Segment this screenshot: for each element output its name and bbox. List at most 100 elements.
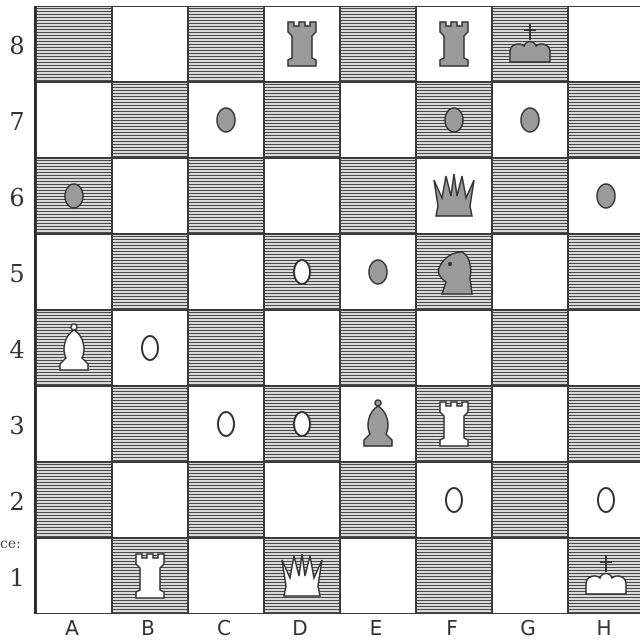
square-b3[interactable]: [112, 386, 188, 462]
file-label-h: H: [566, 616, 640, 640]
square-e3[interactable]: [340, 386, 416, 462]
square-d8[interactable]: [264, 6, 340, 82]
dark-queen-icon[interactable]: [417, 159, 491, 233]
square-d1[interactable]: [264, 538, 340, 614]
square-f7[interactable]: [416, 82, 492, 158]
light-pawn-icon[interactable]: [417, 463, 491, 537]
dark-bishop-icon[interactable]: [341, 387, 415, 461]
square-d6[interactable]: [264, 158, 340, 234]
dark-pawn-icon[interactable]: [569, 159, 640, 233]
light-queen-icon[interactable]: [265, 539, 339, 613]
square-a8[interactable]: [36, 6, 112, 82]
square-g5[interactable]: [492, 234, 568, 310]
square-b8[interactable]: [112, 6, 188, 82]
square-c1[interactable]: [188, 538, 264, 614]
square-b5[interactable]: [112, 234, 188, 310]
corner-note: ce:: [0, 536, 21, 552]
light-pawn-icon[interactable]: [569, 463, 640, 537]
square-f6[interactable]: [416, 158, 492, 234]
rank-label-8: 8: [4, 32, 30, 60]
square-b4[interactable]: [112, 310, 188, 386]
dark-pawn-icon[interactable]: [189, 83, 263, 157]
light-bishop-icon[interactable]: [37, 311, 111, 385]
square-e1[interactable]: [340, 538, 416, 614]
square-e4[interactable]: [340, 310, 416, 386]
square-g4[interactable]: [492, 310, 568, 386]
square-e5[interactable]: [340, 234, 416, 310]
square-h8[interactable]: [568, 6, 640, 82]
square-c4[interactable]: [188, 310, 264, 386]
square-e8[interactable]: [340, 6, 416, 82]
square-h2[interactable]: [568, 462, 640, 538]
square-c8[interactable]: [188, 6, 264, 82]
square-h7[interactable]: [568, 82, 640, 158]
square-f3[interactable]: [416, 386, 492, 462]
square-a1[interactable]: [36, 538, 112, 614]
square-b6[interactable]: [112, 158, 188, 234]
file-label-c: C: [186, 616, 262, 640]
square-c3[interactable]: [188, 386, 264, 462]
light-pawn-icon[interactable]: [189, 387, 263, 461]
square-f4[interactable]: [416, 310, 492, 386]
square-g3[interactable]: [492, 386, 568, 462]
square-d5[interactable]: [264, 234, 340, 310]
square-f5[interactable]: [416, 234, 492, 310]
square-h1[interactable]: [568, 538, 640, 614]
square-d3[interactable]: [264, 386, 340, 462]
dark-pawn-icon[interactable]: [493, 83, 567, 157]
dark-pawn-icon[interactable]: [341, 235, 415, 309]
square-a7[interactable]: [36, 82, 112, 158]
file-label-e: E: [338, 616, 414, 640]
square-f1[interactable]: [416, 538, 492, 614]
light-pawn-icon[interactable]: [265, 387, 339, 461]
file-label-b: B: [110, 616, 186, 640]
square-a6[interactable]: [36, 158, 112, 234]
square-d4[interactable]: [264, 310, 340, 386]
square-g6[interactable]: [492, 158, 568, 234]
square-g8[interactable]: [492, 6, 568, 82]
square-c6[interactable]: [188, 158, 264, 234]
dark-rook-icon[interactable]: [265, 7, 339, 81]
square-d2[interactable]: [264, 462, 340, 538]
dark-knight-icon[interactable]: [417, 235, 491, 309]
light-pawn-icon[interactable]: [113, 311, 187, 385]
square-b1[interactable]: [112, 538, 188, 614]
square-c7[interactable]: [188, 82, 264, 158]
dark-pawn-icon[interactable]: [37, 159, 111, 233]
light-rook-icon[interactable]: [417, 387, 491, 461]
dark-king-icon[interactable]: [493, 7, 567, 81]
square-g2[interactable]: [492, 462, 568, 538]
square-d7[interactable]: [264, 82, 340, 158]
square-a2[interactable]: [36, 462, 112, 538]
square-a3[interactable]: [36, 386, 112, 462]
square-h5[interactable]: [568, 234, 640, 310]
rank-label-6: 6: [4, 184, 30, 212]
square-c2[interactable]: [188, 462, 264, 538]
file-label-g: G: [490, 616, 566, 640]
light-rook-icon[interactable]: [113, 539, 187, 613]
square-h3[interactable]: [568, 386, 640, 462]
square-g1[interactable]: [492, 538, 568, 614]
dark-pawn-icon[interactable]: [417, 83, 491, 157]
file-label-d: D: [262, 616, 338, 640]
square-e6[interactable]: [340, 158, 416, 234]
square-h4[interactable]: [568, 310, 640, 386]
square-e7[interactable]: [340, 82, 416, 158]
rank-label-5: 5: [4, 260, 30, 288]
square-b2[interactable]: [112, 462, 188, 538]
square-f2[interactable]: [416, 462, 492, 538]
rank-label-7: 7: [4, 108, 30, 136]
square-a4[interactable]: [36, 310, 112, 386]
square-c5[interactable]: [188, 234, 264, 310]
square-a5[interactable]: [36, 234, 112, 310]
square-f8[interactable]: [416, 6, 492, 82]
square-g7[interactable]: [492, 82, 568, 158]
chess-board: [34, 6, 640, 614]
square-e2[interactable]: [340, 462, 416, 538]
light-king-icon[interactable]: [569, 539, 640, 613]
rank-label-3: 3: [4, 412, 30, 440]
light-pawn-icon[interactable]: [265, 235, 339, 309]
dark-rook-icon[interactable]: [417, 7, 491, 81]
square-h6[interactable]: [568, 158, 640, 234]
square-b7[interactable]: [112, 82, 188, 158]
